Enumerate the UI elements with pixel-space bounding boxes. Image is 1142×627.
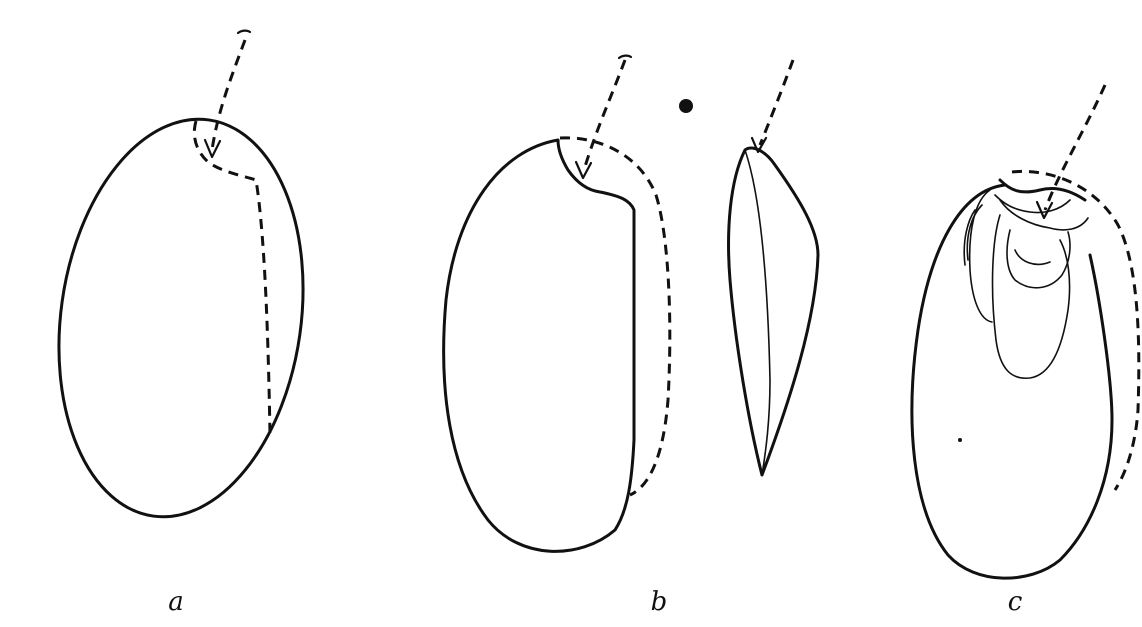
seed-c-outline	[912, 185, 1112, 578]
arrow-b	[584, 60, 625, 170]
arrow-c-head	[1037, 202, 1052, 218]
seed-c-fold-9	[1000, 180, 1085, 200]
seed-a-dashed-region	[194, 121, 270, 435]
figure-c	[912, 85, 1139, 578]
seed-c-fold-6	[1015, 250, 1050, 264]
seed-b-side-outline	[729, 148, 818, 475]
seed-b-side-inner-line	[745, 150, 770, 475]
arrow-c	[1045, 85, 1105, 210]
seed-c-fold-2	[993, 215, 1070, 378]
seed-a-outline	[34, 103, 327, 533]
label-c: c	[1008, 587, 1023, 617]
figure-b-side	[729, 60, 818, 475]
seed-b-outline	[444, 140, 634, 551]
seed-c-fold-1	[970, 190, 992, 322]
label-b: b	[651, 587, 668, 617]
seed-c-fold-5	[995, 195, 1070, 213]
label-a: a	[168, 587, 184, 617]
figure-a	[34, 31, 327, 533]
arrow-b-side-head	[752, 138, 766, 152]
seed-c-dot	[958, 438, 962, 442]
arrow-b-tick	[619, 56, 631, 58]
ink-speck	[679, 99, 693, 113]
arrow-a-tick	[238, 31, 250, 33]
arrow-b-head	[576, 162, 591, 178]
seed-c-dashed-region	[1012, 171, 1139, 490]
figure-b	[444, 56, 693, 552]
seed-c-fold-3	[1007, 230, 1070, 288]
arrow-b-side	[760, 60, 793, 145]
seed-c-fold-4	[1000, 200, 1088, 230]
seed-b-dashed-region	[560, 138, 670, 495]
